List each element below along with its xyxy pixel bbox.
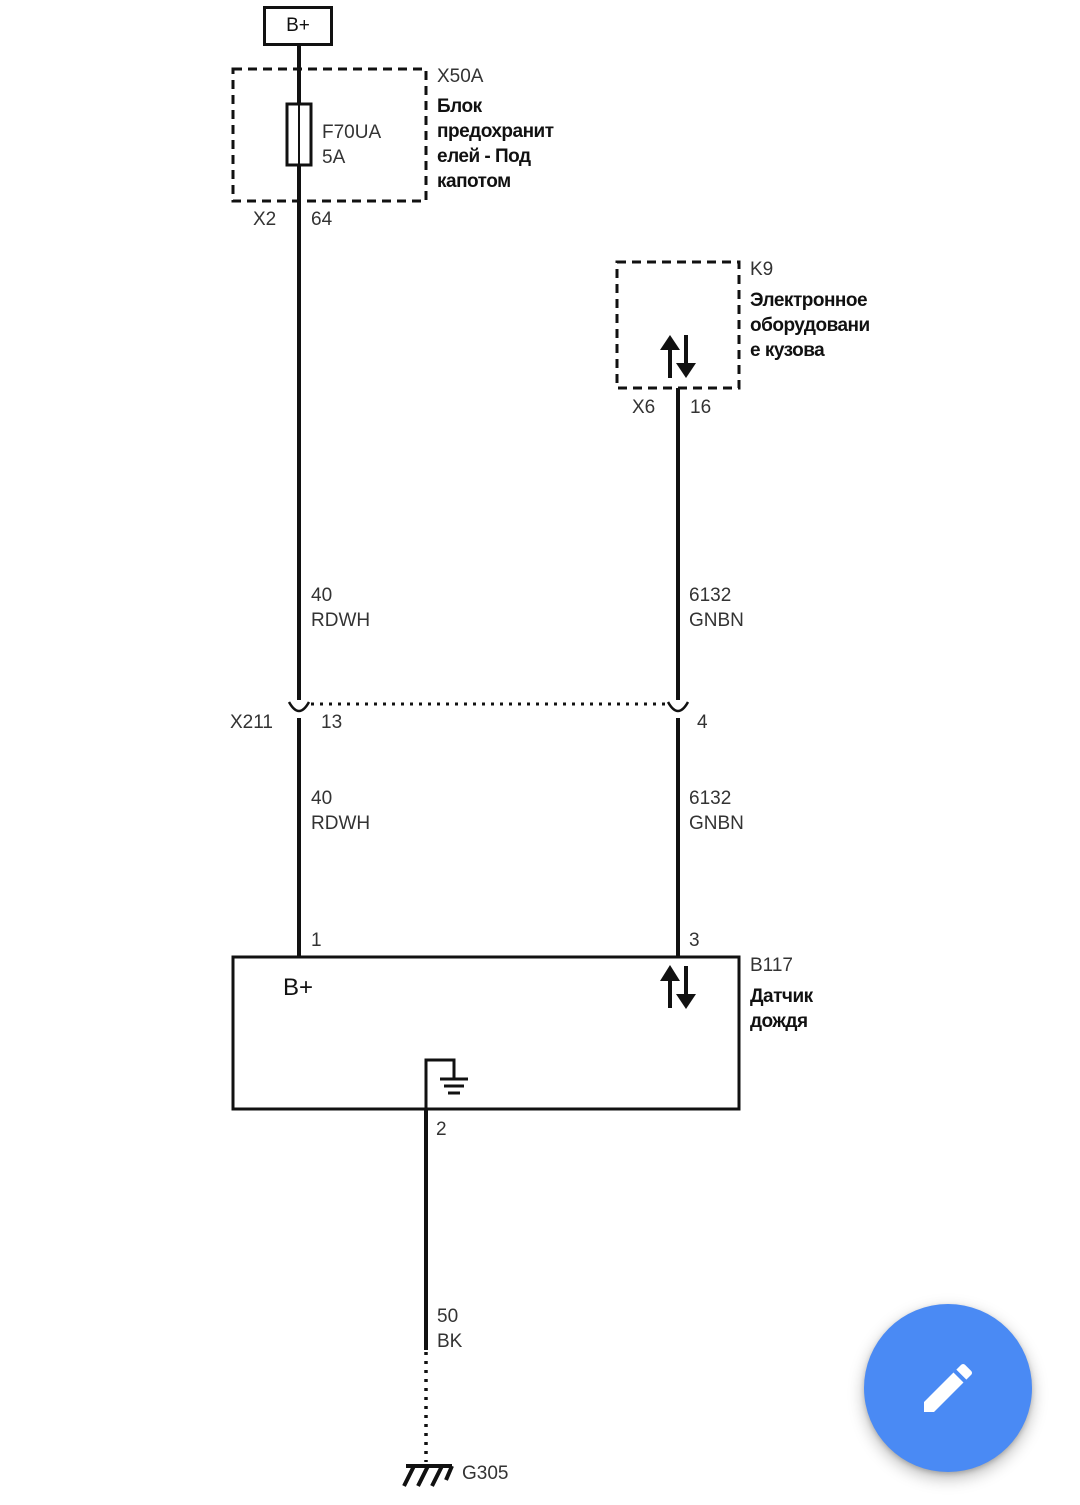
- wire-right-lower-color: GNBN: [689, 813, 744, 834]
- ground-point-id: G305: [462, 1463, 509, 1484]
- module-conn: X6: [632, 397, 656, 418]
- sensor-pin-data: 3: [689, 930, 700, 951]
- wire-left-upper-circuit: 40: [311, 585, 333, 606]
- fuse-block-conn-out: X2: [253, 209, 277, 230]
- wire-ground-circuit: 50: [437, 1306, 459, 1327]
- fuse-id: F70UA: [322, 122, 382, 143]
- k9-module-outline: [615, 260, 741, 390]
- fuse-block-connector-id: X50A: [437, 66, 484, 87]
- sensor-pin-power: 1: [311, 930, 322, 951]
- supply-label: B+: [286, 15, 310, 36]
- fuse-block-outline: [231, 67, 428, 203]
- fuse-block-pin-out: 64: [311, 209, 333, 230]
- edit-button[interactable]: [864, 1304, 1032, 1472]
- module-name: Электронное оборудовани е кузова: [750, 290, 870, 361]
- inline-connector-pin-left: 13: [321, 712, 343, 733]
- module-pin: 16: [690, 397, 712, 418]
- fuse-rating: 5A: [322, 147, 346, 168]
- sensor-name: Датчик дождя: [750, 986, 813, 1032]
- b117-sensor-outline: [231, 955, 741, 1111]
- pencil-icon: [924, 1363, 973, 1412]
- sensor-id: B117: [750, 955, 793, 976]
- chassis-ground-icon: [424, 1058, 468, 1109]
- x211-left-cup: [287, 701, 311, 713]
- wire-left-upper-color: RDWH: [311, 610, 371, 631]
- supply-bplus-box: B+: [263, 6, 333, 46]
- inline-connector-id: X211: [230, 712, 273, 733]
- sensor-pin-ground: 2: [436, 1119, 447, 1140]
- module-id: K9: [750, 259, 774, 280]
- wire-right-lower-circuit: 6132: [689, 788, 732, 809]
- fuse-block-name: Блок предохранит елей - Под капотом: [437, 96, 554, 192]
- wire-left-lower-circuit: 40: [311, 788, 333, 809]
- bidirectional-arrows-icon: [660, 965, 696, 1009]
- ground-symbol-icon: [402, 1464, 454, 1487]
- inline-connector-pin-right: 4: [697, 712, 708, 733]
- sensor-power-label: B+: [283, 974, 314, 1001]
- wire-right-upper-color: GNBN: [689, 610, 744, 631]
- wire-right-upper-circuit: 6132: [689, 585, 732, 606]
- bidirectional-arrows-icon: [660, 335, 696, 378]
- wire-ground-color: BK: [437, 1331, 463, 1352]
- wire-left-lower-color: RDWH: [311, 813, 371, 834]
- x211-right-cup: [666, 701, 690, 713]
